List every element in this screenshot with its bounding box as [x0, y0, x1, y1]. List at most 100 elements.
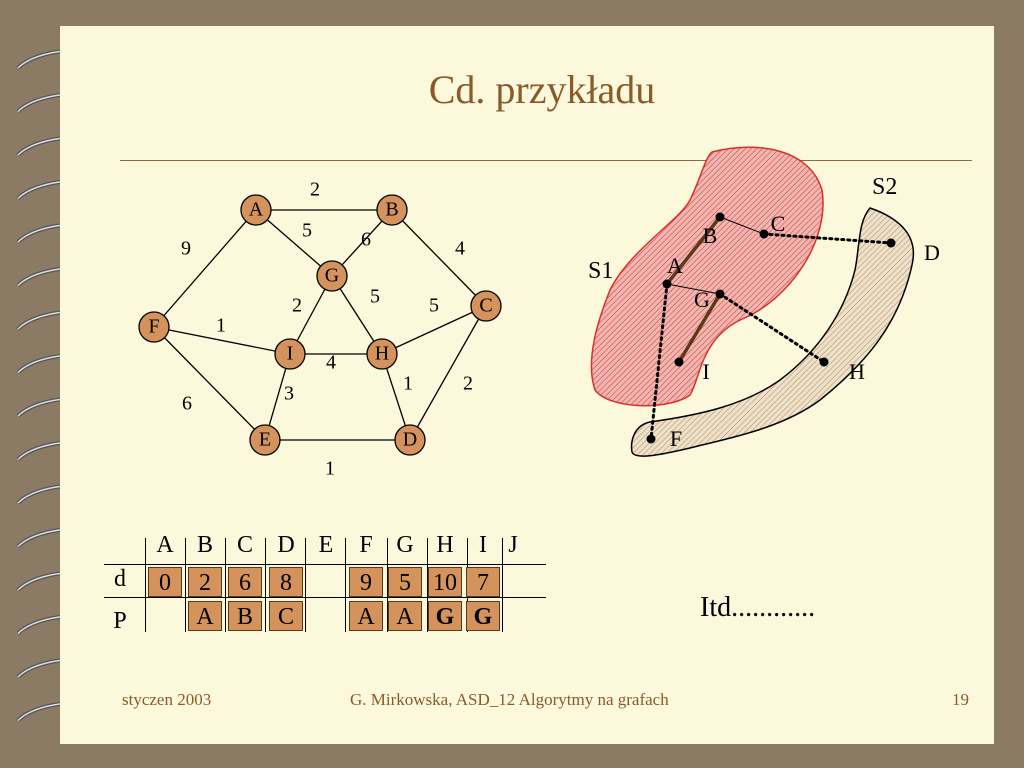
d-cell-B: 2	[188, 567, 222, 597]
svg-text:C: C	[479, 295, 492, 317]
svg-text:D: D	[403, 429, 417, 451]
svg-text:I: I	[702, 359, 709, 384]
graph-node-A: A	[240, 194, 272, 226]
set-s2-label: S2	[872, 174, 897, 200]
svg-text:G: G	[694, 287, 710, 312]
p-cell-C: B	[228, 601, 262, 631]
d-cell-C: 6	[228, 567, 262, 597]
d-cell-H: 10	[428, 567, 462, 597]
edge-weight-I-H: 4	[326, 352, 336, 374]
svg-text:E: E	[259, 429, 271, 451]
set-s2-region	[630, 207, 915, 457]
edge-weight-F-E: 6	[182, 393, 192, 415]
table-divider-2	[225, 538, 226, 632]
edge-weight-B-C: 4	[455, 238, 465, 260]
svg-text:C: C	[771, 211, 786, 236]
set-point-A: A	[662, 253, 683, 289]
p-cell-F: A	[349, 601, 383, 631]
d-cell-G: 5	[388, 567, 422, 597]
svg-text:H: H	[375, 343, 389, 365]
edge-weight-A-G: 5	[302, 220, 312, 242]
set-point-D: D	[886, 238, 940, 265]
graph-node-I: I	[274, 338, 306, 370]
slide-title: Cd. przykładu	[428, 67, 656, 112]
footer-page-number: 19	[952, 690, 969, 709]
edge-F-E	[153, 326, 266, 441]
table-rule-mid	[104, 597, 546, 598]
table-divider-0	[145, 538, 146, 632]
edge-A-G	[255, 209, 333, 277]
graph-nodes: A B C D E F G H I	[138, 194, 502, 456]
svg-text:A: A	[249, 199, 264, 221]
column-header-I: I	[479, 532, 487, 558]
column-header-F: F	[359, 532, 373, 558]
footer-date: styczen 2003	[122, 690, 212, 709]
p-cell-D: C	[269, 601, 303, 631]
graph-node-C: C	[470, 290, 502, 322]
set-edge-A-G	[666, 283, 721, 295]
set-edge-G-H	[718, 292, 826, 364]
edge-weight-H-D: 1	[403, 373, 413, 395]
edge-weight-I-E: 3	[284, 383, 294, 405]
graph-node-G: G	[316, 260, 348, 292]
d-cell-F: 9	[349, 567, 383, 597]
edge-weight-A-B: 2	[310, 179, 320, 201]
set-edge-B-A	[665, 215, 722, 286]
set-edges	[649, 215, 893, 441]
set-points: AB C G I D H F	[646, 211, 940, 451]
column-header-G: G	[396, 532, 414, 558]
set-point-F: F	[646, 426, 682, 451]
edge-weight-E-D: 1	[325, 458, 335, 480]
edge-weight-C-H: 5	[429, 295, 439, 317]
row-label-d: d	[114, 566, 126, 592]
svg-text:F: F	[148, 316, 159, 338]
set-point-G: G	[694, 287, 725, 312]
graph-node-F: F	[138, 311, 170, 343]
table-divider-9	[502, 538, 503, 632]
edge-B-C	[391, 209, 487, 307]
svg-text:B: B	[385, 199, 398, 221]
svg-text:H: H	[849, 359, 865, 384]
table-divider-6	[387, 538, 388, 632]
table-divider-3	[265, 538, 266, 632]
edge-weight-B-G: 6	[361, 229, 371, 251]
table-divider-4	[305, 538, 306, 632]
p-cell-I: G	[466, 601, 500, 631]
p-cell-G: A	[388, 601, 422, 631]
footer-author: G. Mirkowska, ASD_12 Algorytmy na grafac…	[350, 690, 669, 709]
column-header-B: B	[196, 532, 213, 558]
set-edge-A-F	[649, 282, 669, 441]
set-s1-region	[590, 146, 824, 407]
p-cell-B: A	[188, 601, 222, 631]
column-header-E: E	[318, 532, 334, 558]
title-rule	[120, 160, 972, 161]
graph-node-H: H	[366, 338, 398, 370]
graph-edges	[153, 209, 487, 441]
edge-weight-F-I: 1	[216, 315, 226, 337]
d-cell-A: 0	[148, 567, 182, 597]
edge-weight-G-I: 2	[292, 295, 302, 317]
graph-node-D: D	[394, 424, 426, 456]
table-divider-5	[345, 538, 346, 632]
set-edge-G-I	[677, 293, 722, 363]
set-edge-C-D	[762, 232, 893, 245]
edge-weight-C-D: 2	[463, 373, 473, 395]
set-point-H: H	[819, 357, 865, 384]
table-rule-top	[104, 564, 546, 565]
svg-text:F: F	[670, 426, 682, 451]
graph-node-E: E	[249, 424, 281, 456]
set-edge-B-C	[719, 216, 765, 235]
svg-text:B: B	[703, 223, 718, 248]
etc-text: Itd............	[700, 592, 816, 623]
set-point-B: B	[703, 212, 725, 248]
edge-C-H	[381, 305, 487, 355]
set-point-C: C	[759, 211, 786, 239]
graph-node-B: B	[376, 194, 408, 226]
row-label-p: P	[113, 608, 127, 634]
edge-F-I	[153, 326, 291, 355]
set-point-I: I	[674, 357, 710, 384]
svg-text:D: D	[924, 240, 940, 265]
svg-text:A: A	[667, 253, 683, 278]
